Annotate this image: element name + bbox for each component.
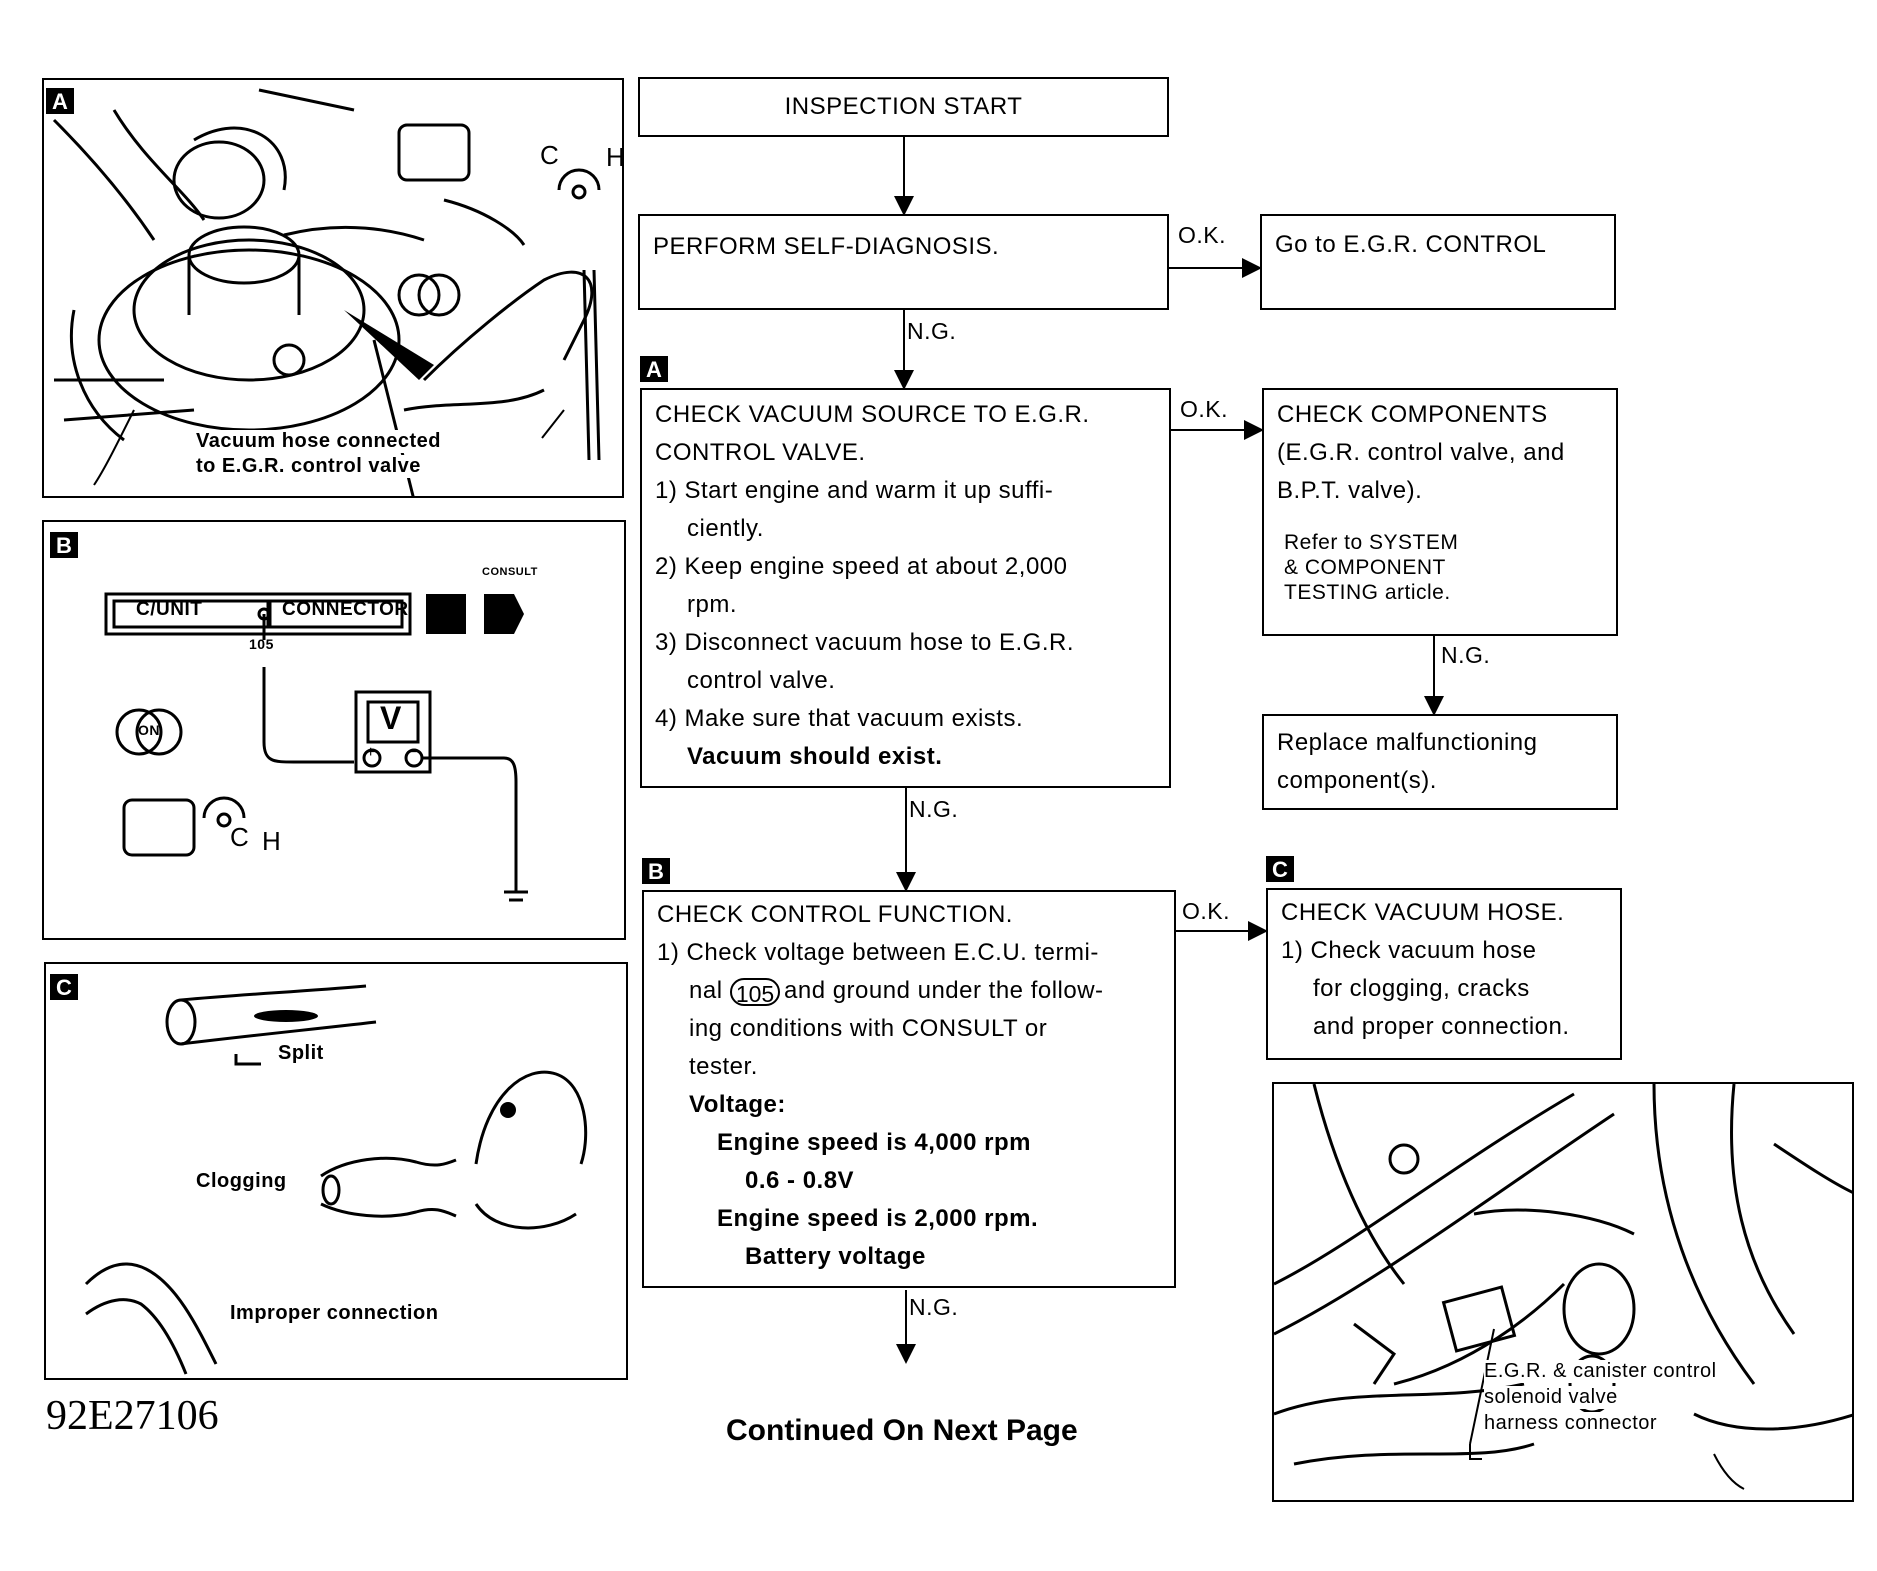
voltage-condition: Engine speed is 4,000 rpm [717, 1129, 1031, 1156]
illustration-c: Split Clogging Improper connection [44, 962, 628, 1380]
gauge-c-label: C [540, 140, 560, 170]
voltmeter-v-label: V [380, 700, 402, 736]
step-a-tag: A [640, 356, 668, 382]
components-refer: Refer to SYSTEM [1284, 531, 1459, 554]
ok-label-1: O.K. [1178, 222, 1227, 248]
step-a-line: CONTROL VALVE. [655, 439, 866, 466]
components-line: (E.G.R. control valve, and [1277, 439, 1565, 466]
voltage-value: 0.6 - 0.8V [745, 1167, 855, 1194]
cunit-label: C/UNIT [136, 599, 203, 620]
illustration-b: C/UNIT CONNECTOR 105 CONSULT V + − ON C … [42, 520, 626, 940]
inspection-start-label: INSPECTION START [784, 93, 1023, 120]
step-a-line: 4) Make sure that vacuum exists. [655, 705, 1024, 732]
meter-minus: − [408, 744, 418, 761]
connector-label: CONNECTOR [282, 599, 409, 620]
harness-connector-label: solenoid valve [1484, 1386, 1618, 1409]
gauge-h-label: H [606, 142, 624, 172]
components-refer: TESTING article. [1284, 581, 1451, 604]
ng-label-2: N.G. [1441, 642, 1491, 668]
ng-label-3: N.G. [909, 796, 959, 822]
ok-label-3: O.K. [1182, 898, 1231, 924]
voltage-check-wiring [104, 592, 528, 902]
step-a-line: 2) Keep engine speed at about 2,000 [655, 553, 1068, 580]
replace-line: component(s). [1277, 767, 1437, 794]
self-diagnosis-label: PERFORM SELF-DIAGNOSIS. [653, 233, 1000, 260]
step-a-line: CHECK VACUUM SOURCE TO E.G.R. [655, 401, 1090, 428]
voltage-heading: Voltage: [689, 1091, 786, 1118]
step-a-line: ciently. [687, 515, 764, 542]
ignition-on-label: ON [138, 722, 160, 738]
pin-105-label: 105 [249, 636, 274, 652]
step-a-line: 1) Start engine and warm it up suffi- [655, 477, 1054, 504]
self-diagnosis-box: PERFORM SELF-DIAGNOSIS. [638, 214, 1169, 310]
voltage-condition: Engine speed is 2,000 rpm. [717, 1205, 1039, 1232]
harness-connector-label: E.G.R. & canister control [1484, 1360, 1717, 1383]
step-b-line: 1) Check voltage between E.C.U. termi- [657, 939, 1099, 966]
illustration-b-tag: B [50, 532, 78, 558]
components-line: CHECK COMPONENTS [1277, 401, 1548, 428]
illustration-a: C H Vacuum hose connected to E.G.R. cont… [42, 78, 624, 498]
step-a-line: control valve. [687, 667, 836, 694]
illustration-c-tag: C [50, 974, 78, 1000]
step-a-requirement: Vacuum should exist. [687, 743, 943, 770]
step-b-line: CHECK CONTROL FUNCTION. [657, 901, 1013, 928]
components-refer: & COMPONENT [1284, 556, 1446, 579]
step-b-line: tester. [689, 1053, 758, 1080]
vacuum-hose-label: to E.G.R. control valve [196, 455, 421, 478]
clogging-label: Clogging [196, 1170, 287, 1192]
step-c-line: 1) Check vacuum hose [1281, 937, 1537, 964]
step-c-tag: C [1266, 856, 1294, 882]
step-b-line: ing conditions with CONSULT or [689, 1015, 1048, 1042]
split-label: Split [278, 1042, 324, 1064]
meter-plus: + [366, 744, 376, 761]
ng-label-4: N.G. [909, 1294, 959, 1320]
terminal-105-badge: 105 [730, 978, 780, 1007]
step-a-box: CHECK VACUUM SOURCE TO E.G.R. CONTROL VA… [640, 388, 1171, 788]
illustration-a-tag: A [46, 88, 74, 114]
inspection-start-box: INSPECTION START [638, 77, 1169, 137]
vacuum-hose-label: Vacuum hose connected [196, 430, 442, 453]
check-components-box: CHECK COMPONENTS (E.G.R. control valve, … [1262, 388, 1618, 636]
voltage-value: Battery voltage [745, 1243, 926, 1270]
ng-label-1: N.G. [907, 318, 957, 344]
check-vacuum-hose-box: CHECK VACUUM HOSE. 1) Check vacuum hose … [1266, 888, 1622, 1060]
harness-connector-drawing [1274, 1084, 1852, 1490]
gauge-c-label: C [230, 822, 250, 852]
step-b-tag: B [642, 858, 670, 884]
replace-box: Replace malfunctioning component(s). [1262, 714, 1618, 810]
gauge-h-label: H [262, 826, 282, 856]
step-c-line: for clogging, cracks [1313, 975, 1530, 1002]
improper-connection-label: Improper connection [230, 1302, 439, 1324]
hose-defects-drawing [84, 984, 588, 1375]
figure-id: 92E27106 [46, 1393, 219, 1439]
step-b-line: nal [689, 977, 723, 1004]
ok-label-2: O.K. [1180, 396, 1229, 422]
step-a-line: 3) Disconnect vacuum hose to E.G.R. [655, 629, 1075, 656]
consult-label: CONSULT [482, 566, 538, 578]
components-line: B.P.T. valve). [1277, 477, 1423, 504]
illustration-engine-bay: E.G.R. & canister control solenoid valve… [1272, 1082, 1854, 1502]
harness-connector-label: harness connector [1484, 1412, 1658, 1435]
continued-footer: Continued On Next Page [726, 1414, 1078, 1447]
step-b-line: and ground under the follow- [784, 977, 1104, 1004]
step-c-line: CHECK VACUUM HOSE. [1281, 899, 1565, 926]
step-b-box: CHECK CONTROL FUNCTION. 1) Check voltage… [642, 890, 1176, 1288]
egr-control-label: Go to E.G.R. CONTROL [1275, 231, 1547, 258]
egr-control-box: Go to E.G.R. CONTROL [1260, 214, 1616, 310]
step-c-line: and proper connection. [1313, 1013, 1570, 1040]
replace-line: Replace malfunctioning [1277, 729, 1538, 756]
step-a-line: rpm. [687, 591, 737, 618]
